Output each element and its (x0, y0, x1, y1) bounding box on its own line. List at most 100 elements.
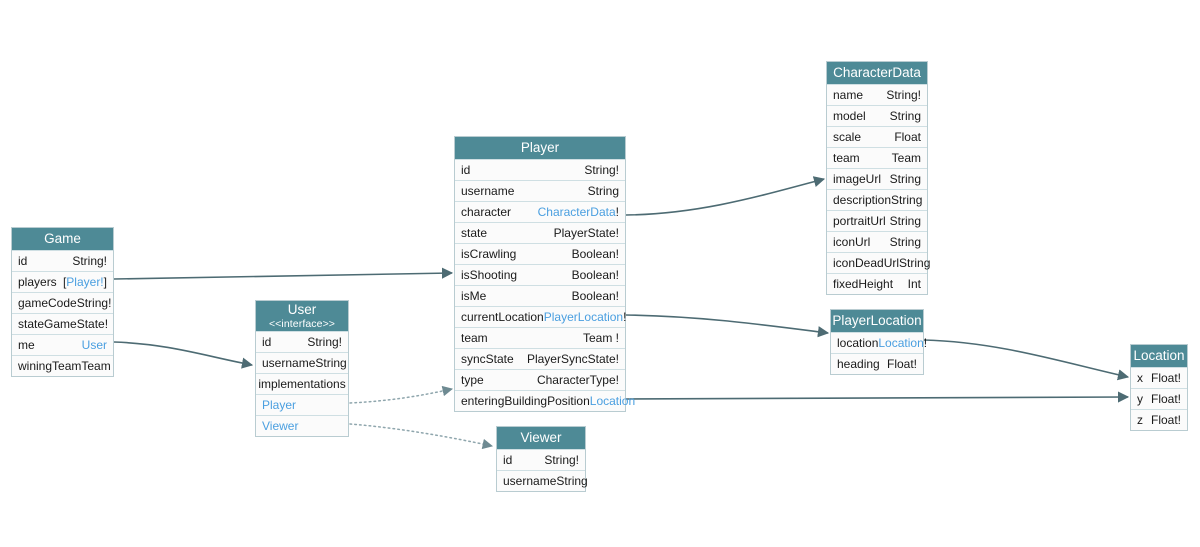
entity-name: PlayerLocation (832, 313, 922, 329)
field-name: z (1137, 413, 1143, 427)
implementation-viewer[interactable]: Viewer (256, 415, 348, 436)
field-name: location (837, 336, 879, 350)
type-link[interactable]: User (81, 338, 107, 352)
field-type: String (899, 256, 931, 270)
edge-game-players-to-player (113, 267, 454, 280)
field-type: String! (76, 296, 112, 310)
implementation-player[interactable]: Player (256, 394, 348, 415)
field-name: heading (837, 357, 880, 371)
field-type: User (82, 338, 107, 352)
entity-header: Player (455, 137, 625, 159)
field-name: state (461, 226, 488, 240)
field-type: String! (584, 163, 619, 177)
field-name: iconDeadUrl (833, 256, 900, 270)
edge-playerlocation-location-to-location (923, 339, 1130, 381)
entity-header: PlayerLocation (831, 310, 923, 332)
field-name: x (1137, 371, 1143, 385)
field-type: String (889, 214, 921, 228)
field-type: PlayerLocation! (543, 310, 627, 324)
field-name: username (503, 474, 557, 488)
field-type: Location! (878, 336, 928, 350)
entity-header: Game (12, 228, 113, 250)
field-type: Float (894, 130, 921, 144)
field-name: username (262, 356, 316, 370)
field-name: players (18, 275, 57, 289)
field-type: String (889, 235, 921, 249)
entity-header: User<<interface>> (256, 301, 348, 331)
field-type: CharacterType! (536, 373, 619, 387)
field-type: String (315, 356, 347, 370)
field-row[interactable]: me User (12, 334, 113, 355)
entity-name: Game (44, 231, 81, 247)
field-type: Int (907, 277, 921, 291)
field-type: Boolean! (571, 289, 619, 303)
edge-user-implements-viewer (349, 423, 494, 450)
field-name: name (833, 88, 864, 102)
field-row[interactable]: iconUrl String (827, 231, 927, 252)
field-name: team (833, 151, 860, 165)
field-type: String (889, 172, 921, 186)
field-type: Float! (1150, 413, 1181, 427)
type-link[interactable]: Viewer (262, 419, 299, 433)
field-row[interactable]: z Float! (1131, 409, 1187, 430)
field-name: id (18, 254, 28, 268)
entity-header: CharacterData (827, 62, 927, 84)
type-link[interactable]: CharacterData (537, 205, 616, 219)
field-type: PlayerSyncState! (526, 352, 619, 366)
field-row[interactable]: players[Player!] (12, 271, 113, 292)
field-type: Boolean! (571, 247, 619, 261)
type-link[interactable]: PlayerLocation (543, 310, 624, 324)
field-type: GameState! (44, 317, 109, 331)
field-name: iconUrl (833, 235, 871, 249)
field-name: me (18, 338, 35, 352)
field-type: Team (81, 359, 111, 373)
entity-name: User (287, 302, 317, 318)
field-type: String (587, 184, 619, 198)
type-link[interactable]: Location (589, 394, 636, 408)
type-link[interactable]: Location (878, 336, 924, 350)
type-link[interactable]: Player (262, 398, 297, 412)
type-link[interactable]: Player! (66, 275, 104, 289)
